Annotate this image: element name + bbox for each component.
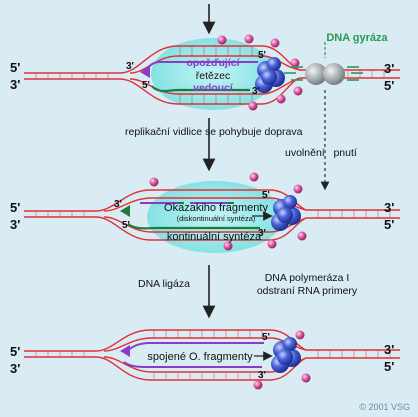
lagging-strand-label: opožďující [186,57,240,69]
stage-3: 5' 3' 3' 5' 5' 3' spojené O. fragmenty [10,329,400,390]
lagging-arrowhead [140,66,150,78]
strand-label-3-right: 3' [384,61,394,76]
joined-fragments-strand [127,342,264,351]
pink-dot-icon [253,330,311,390]
bubble-label-5-bottom: 5' [142,80,150,91]
replication-bubble [147,181,283,253]
continuous-strand [127,223,260,230]
strand-word-label: řetězec [196,70,230,82]
bubble-label-3-top: 3' [114,199,122,210]
pink-dot-icon [149,172,307,251]
pink-dot-icon [217,34,303,111]
strand-label-5-right: 5' [384,359,394,374]
strand-label-3-right: 3' [384,342,394,357]
bubble-label-5-top: 5' [262,190,270,201]
leading-strand [151,85,250,93]
strand-label-5-left: 5' [10,60,20,75]
strand-label-3-right: 3' [384,200,394,215]
polymerase-caption-1: DNA polymeráza I [265,272,350,284]
leading-strand-label: vedoucí [193,82,234,94]
continuous-strand [123,361,262,369]
okazaki-fragments-label: Okazakiho fragmenty [164,202,268,214]
bubble-label-5-top: 5' [258,50,266,61]
grey-sphere-pair-icon [284,63,363,85]
strand-label-3-left: 3' [10,217,20,232]
gyrase-label: DNA gyráza [326,32,388,44]
strand-label-3-left: 3' [10,77,20,92]
bubble-label-3-bottom: 3' [258,228,266,239]
strand-label-5-left: 5' [10,200,20,215]
stage-2: 5' 3' 3' 5' 3' 5' 5' 3' Okazakiho fragme… [10,172,400,253]
strand-label-5-right: 5' [384,217,394,232]
base-pair-rungs [35,330,391,380]
bubble-label-3-top: 3' [126,61,134,72]
base-pair-rungs [35,210,391,218]
fork-moves-caption: replikační vidlice se pohybuje doprava [125,126,303,138]
blue-sphere-cluster-icon [271,337,301,373]
stage-1: 5' 3' 3' 5' 5' 3' 5' 3' opožďující řetěz… [10,32,400,111]
strand-label-5-right: 5' [384,78,394,93]
discontinuous-synthesis-label: (diskontinuální syntéza) [177,214,256,223]
polymerase-caption-2: odstraní RNA primery [257,285,358,297]
strand-label-3-left: 3' [10,361,20,376]
tension-release-caption: uvolnění pnutí [285,147,357,159]
bubble-label-5: 5' [262,332,270,343]
bubble-label-3-bottom: 3' [252,86,260,97]
continuous-synthesis-label: kontinuální syntéza [167,231,262,243]
lagging-arrowhead [120,205,130,217]
joined-arrowhead [120,345,130,357]
strand-label-5-left: 5' [10,344,20,359]
copyright: © 2001 VSG [359,402,410,412]
blue-sphere-cluster-icon [255,57,285,93]
ligase-caption: DNA ligáza [138,278,190,290]
bubble-label-3: 3' [258,370,266,381]
bubble-label-5-bottom: 5' [122,220,130,231]
joined-fragments-label: spojené O. fragmenty [147,351,253,363]
blue-sphere-cluster-icon [271,195,301,231]
base-pair-rungs [35,46,385,104]
